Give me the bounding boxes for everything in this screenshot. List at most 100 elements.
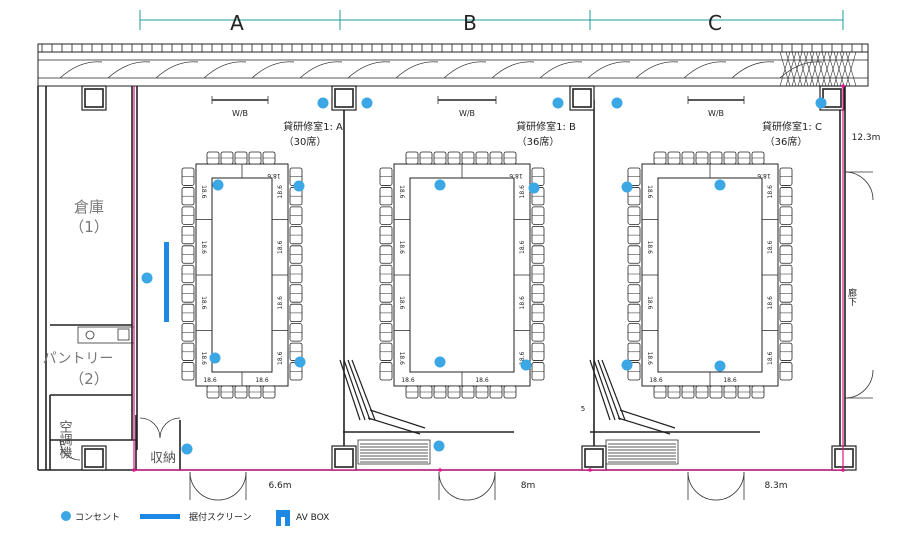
room-a-name: 貸研修室1: A <box>283 120 343 133</box>
door-swing <box>466 471 496 501</box>
table-size-label: 18.6 <box>398 296 405 310</box>
room-a-seats: （30席） <box>284 135 327 148</box>
table-size-label: 18.6 <box>519 240 526 254</box>
outlet-icon <box>361 97 373 109</box>
storage-number: （1） <box>69 218 109 236</box>
hatch-line <box>803 51 815 87</box>
door-swing <box>687 471 717 501</box>
outlet-icon <box>293 180 305 192</box>
table-size-label: 18.6 <box>277 240 284 254</box>
table-size-label: 18.6 <box>401 377 415 384</box>
folding-partition <box>339 359 361 421</box>
table-size-label: 18.6 <box>255 377 269 384</box>
small-mark: 5 <box>581 405 585 413</box>
outlet-icon <box>621 359 633 371</box>
table-size-label: 18.6 <box>646 185 653 199</box>
hatch-line <box>839 51 851 87</box>
table-size-label: 18.6 <box>267 172 281 179</box>
window-arc <box>443 61 487 79</box>
closet-label: 収納 <box>150 451 176 466</box>
table-size-label: 18.6 <box>398 352 405 366</box>
outlet-icon <box>434 356 446 368</box>
table-size-label: 18.6 <box>200 296 207 310</box>
measure-width-c: 8.3m <box>764 481 787 491</box>
room-seating: 18.6 18.6 18.6 18.6 18.6 18.6 18.6 18.6 18.6 18.6… <box>379 151 545 399</box>
pillar-core <box>584 448 604 468</box>
table-size-label: 18.6 <box>200 185 207 199</box>
legend-outlet-label: コンセント <box>75 512 120 523</box>
folding-partition <box>597 359 621 421</box>
legend-outlet-icon <box>61 511 71 521</box>
hatch-line <box>791 51 803 87</box>
table-size-label: 18.6 <box>200 241 207 255</box>
pillar-core <box>572 88 592 108</box>
table-size-label: 18.6 <box>277 296 284 310</box>
storage-name: 倉庫 <box>74 198 104 216</box>
pillar-core <box>84 448 104 468</box>
outlet-icon <box>434 179 446 191</box>
corridor-label: 廊下 <box>846 287 857 307</box>
window-arc <box>491 61 535 79</box>
table-size-label: 18.6 <box>519 296 526 310</box>
folding-partition <box>367 417 421 435</box>
room-c-name: 貸研修室1: C <box>762 120 822 133</box>
window-arc <box>587 61 631 79</box>
table-size-label: 18.6 <box>203 377 217 384</box>
table-size-label: 18.6 <box>757 172 771 179</box>
dimension-node <box>132 468 136 472</box>
stacked-partitions <box>339 359 679 465</box>
table-size-label: 18.6 <box>767 240 774 254</box>
table-size-label: 18.6 <box>475 377 489 384</box>
door-swing <box>844 171 874 201</box>
door-swing <box>189 471 219 501</box>
window-band-frame <box>37 43 869 87</box>
pillars <box>81 85 857 471</box>
outlet-icon <box>433 440 445 452</box>
hvac-room-label: 空調機 <box>57 420 73 459</box>
folding-partition <box>589 359 611 421</box>
dimension-node <box>841 84 845 88</box>
table-inner <box>211 177 273 373</box>
table-size-label: 18.6 <box>767 296 774 310</box>
outlet-icon <box>212 179 224 191</box>
legend-screen-label: 据付スクリーン <box>189 511 252 523</box>
table-size-label: 18.6 <box>398 185 405 199</box>
table-size-label: 18.6 <box>519 185 526 199</box>
table-inner <box>657 177 763 373</box>
dimension-node <box>841 468 845 472</box>
measure-width-a: 6.6m <box>268 481 291 491</box>
table-size-label: 18.6 <box>509 172 523 179</box>
table-size-label: 18.6 <box>646 352 653 366</box>
window-arc <box>683 61 727 79</box>
hatch-line <box>815 51 827 87</box>
table-size-label: 18.6 <box>398 241 405 255</box>
door-swing <box>217 471 247 501</box>
pantry-number: （2） <box>69 370 109 388</box>
table-size-label: 18.6 <box>277 351 284 365</box>
dimension-node <box>438 468 442 472</box>
hatch-line <box>797 51 809 87</box>
division-label-b: B <box>463 11 477 35</box>
division-markers <box>139 10 844 30</box>
outlet-icon <box>141 272 153 284</box>
pillar-core <box>834 448 854 468</box>
folding-partition <box>617 417 671 435</box>
room-b-seats: （36席） <box>517 135 560 148</box>
window-arc <box>395 61 439 79</box>
window-arc <box>635 61 679 79</box>
measure-width-b: 8m <box>521 481 536 491</box>
measure-height: 12.3m <box>852 133 881 143</box>
folding-partition <box>593 359 616 421</box>
closet-door <box>139 417 161 439</box>
legend-avbox-icon <box>276 510 290 526</box>
hvac-door <box>59 439 81 461</box>
door-swing <box>844 369 874 399</box>
door-swing <box>715 471 745 501</box>
hatch-line <box>779 51 791 87</box>
table-size-label: 18.6 <box>646 296 653 310</box>
table-size-label: 18.6 <box>200 352 207 366</box>
table-size-label: 18.6 <box>649 377 663 384</box>
hatch-line <box>845 51 857 87</box>
outlet-icon <box>209 352 221 364</box>
